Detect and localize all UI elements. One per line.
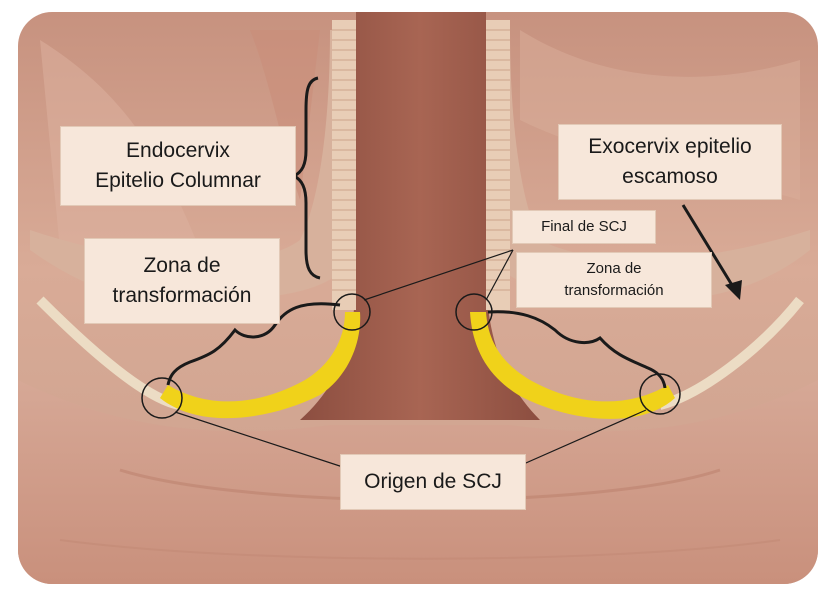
origen-scj-label: Origen de SCJ xyxy=(340,454,526,510)
endocervix-label-line1: Endocervix xyxy=(126,136,230,166)
zona-transformacion-left-label: Zona de transformación xyxy=(84,238,280,324)
zona-right-line2: transformación xyxy=(564,280,663,302)
zona-left-line1: Zona de xyxy=(143,251,220,281)
endocervix-label: Endocervix Epitelio Columnar xyxy=(60,126,296,206)
exocervix-label-line2: escamoso xyxy=(622,162,718,192)
final-scj-label-text: Final de SCJ xyxy=(541,216,627,238)
columnar-epithelium-left xyxy=(332,20,356,310)
columnar-epithelium-right xyxy=(486,20,510,310)
exocervix-label: Exocervix epitelio escamoso xyxy=(558,124,782,200)
zona-left-line2: transformación xyxy=(113,281,252,311)
endocervix-label-line2: Epitelio Columnar xyxy=(95,166,261,196)
zona-transformacion-right-label: Zona de transformación xyxy=(516,252,712,308)
final-scj-label: Final de SCJ xyxy=(512,210,656,244)
exocervix-label-line1: Exocervix epitelio xyxy=(588,132,751,162)
origen-scj-label-text: Origen de SCJ xyxy=(364,467,502,497)
zona-right-line1: Zona de xyxy=(586,258,641,280)
